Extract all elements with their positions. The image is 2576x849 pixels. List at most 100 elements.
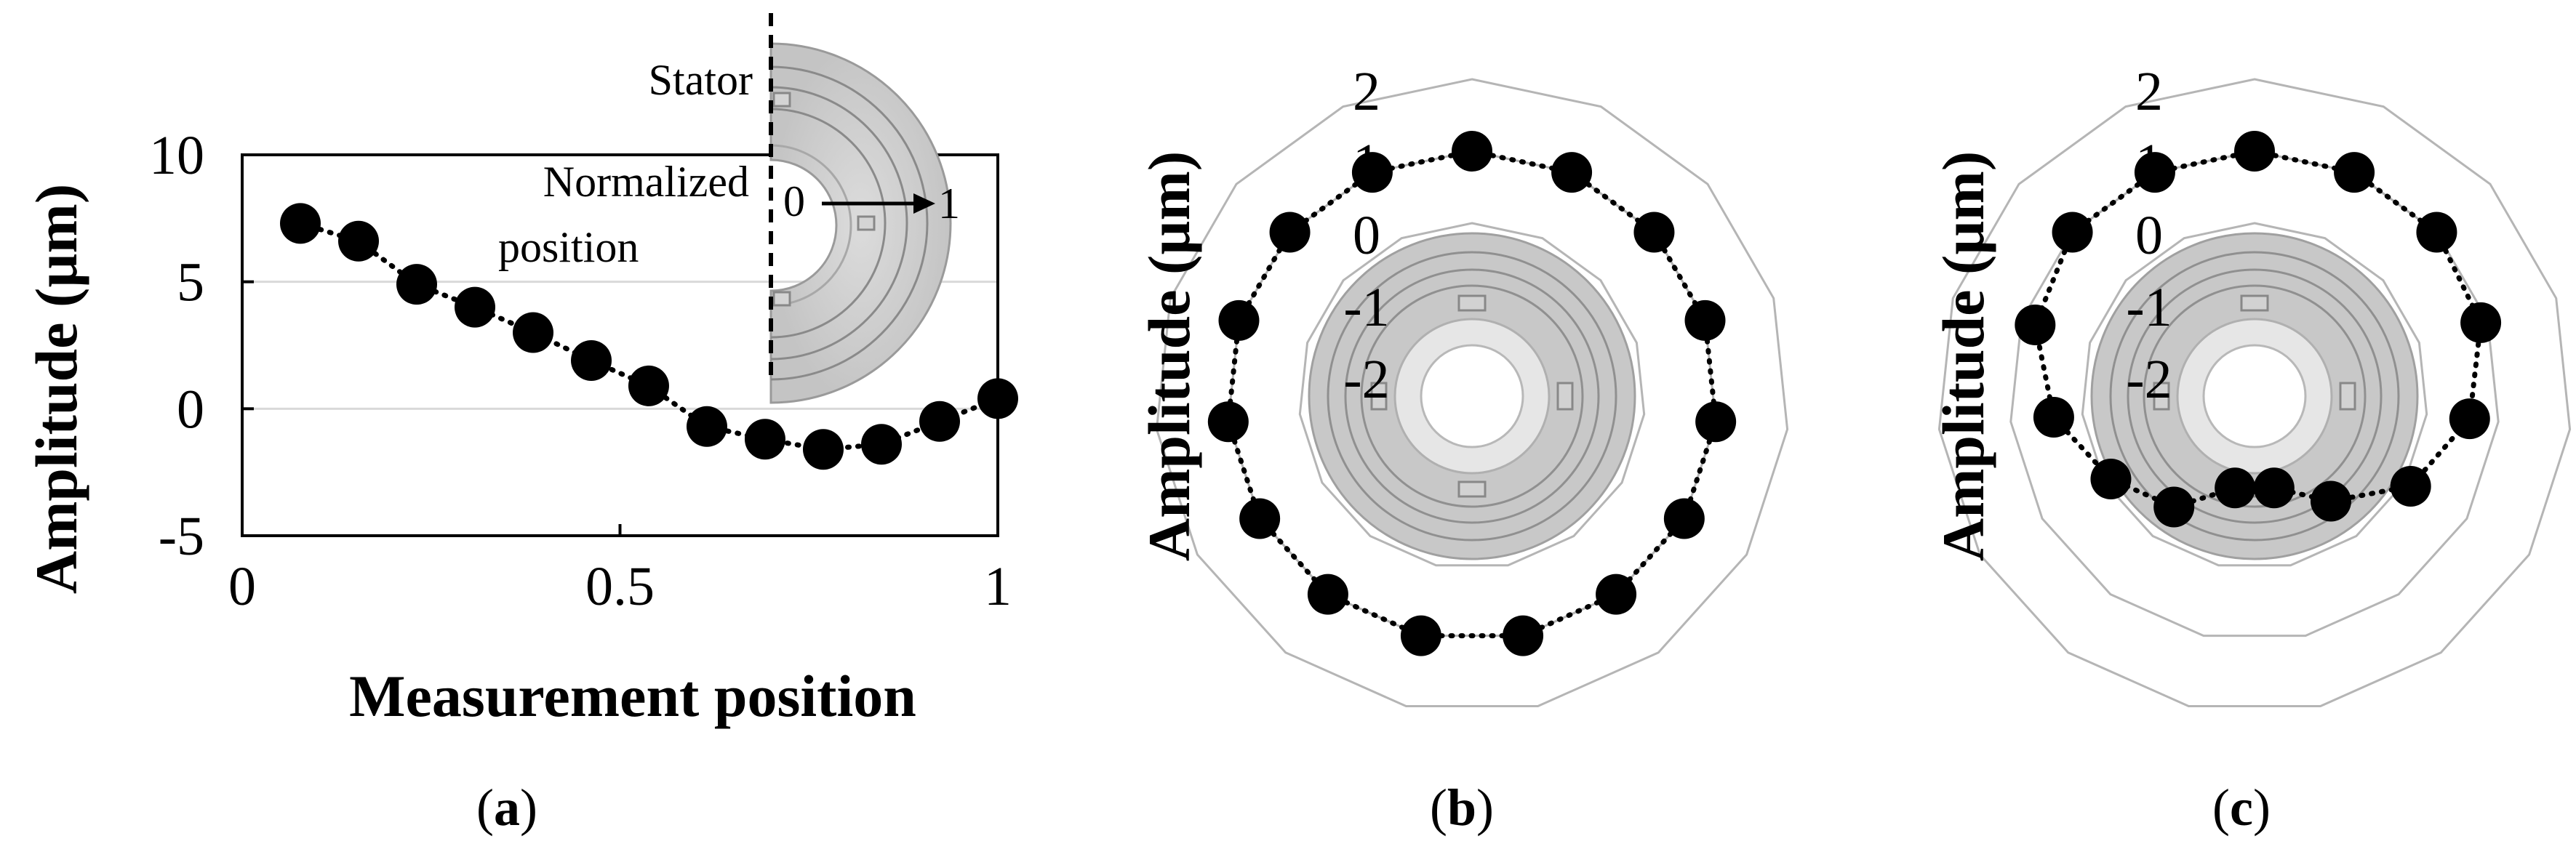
c-stator-pad xyxy=(2339,382,2356,411)
c-r-tick-label: 2 xyxy=(2135,61,2163,122)
c-data-point xyxy=(2134,152,2175,193)
c-grid-ring xyxy=(2081,222,2428,567)
c-grid-ring xyxy=(1937,78,2572,707)
b-data-point xyxy=(1684,299,1726,341)
inset-pad-top xyxy=(772,92,791,108)
c-stator-pad xyxy=(2153,382,2170,411)
a-data-point xyxy=(977,378,1018,419)
b-data-point xyxy=(1239,498,1281,539)
b-data-point xyxy=(1452,131,1492,172)
b-y-axis-title: Amplitude (µm) xyxy=(1136,151,1202,561)
c-data-point xyxy=(2153,486,2195,528)
c-stator-ring xyxy=(2127,268,2383,524)
c-stator-pad xyxy=(2240,294,2269,312)
b-data-point xyxy=(1400,615,1441,656)
inset-arrow-head-icon xyxy=(913,193,935,214)
c-data-point xyxy=(2460,302,2502,343)
inset-stator-label: Stator xyxy=(649,56,753,104)
a-x-tick-label: 0.5 xyxy=(585,556,655,617)
c-data-point xyxy=(2033,397,2074,438)
a-y-axis-title: Amplitude (µm) xyxy=(23,184,89,594)
inset-ring-3 xyxy=(770,108,887,339)
b-data-point xyxy=(1551,152,1593,193)
a-data-point xyxy=(860,424,902,465)
c-data-point xyxy=(2253,467,2295,509)
b-data-point xyxy=(1633,212,1675,253)
a-data-points xyxy=(280,203,1018,470)
c-data-point xyxy=(2052,212,2093,253)
inset-pad-bottom xyxy=(772,291,791,307)
b-r-tick-label: -2 xyxy=(1343,349,1389,410)
a-data-point xyxy=(338,220,380,262)
c-data-point xyxy=(2090,459,2132,500)
c-data-point xyxy=(2334,152,2375,193)
c-data-point xyxy=(2416,212,2457,253)
c-stator-ring xyxy=(2109,251,2400,542)
inset-pad-right xyxy=(857,215,876,231)
a-x-tick-label: 0 xyxy=(228,556,256,617)
inset-position-label: position xyxy=(498,223,639,271)
a-y-tick-label: -5 xyxy=(159,506,204,567)
a-data-point xyxy=(513,312,554,353)
a-panel-letter: a xyxy=(494,778,520,837)
b-stator-bore xyxy=(1420,344,1524,448)
a-data-point xyxy=(396,264,438,305)
b-stator-pad xyxy=(1370,382,1388,411)
inset-zero-label: 0 xyxy=(783,177,805,225)
c-stator-image xyxy=(2090,232,2419,560)
a-data-point xyxy=(744,419,785,460)
b-grid-ring xyxy=(1155,78,1789,707)
a-data-point xyxy=(571,339,612,381)
b-data-point xyxy=(1596,574,1637,615)
a-panel-label: (a) xyxy=(476,778,537,837)
c-radial-ticks: 210-1-2 xyxy=(2126,61,2172,410)
inset-ring-2 xyxy=(770,86,908,361)
a-x-tick-label: 1 xyxy=(984,556,1012,617)
a-data-point xyxy=(280,203,321,244)
c-r-tick-label: 0 xyxy=(2135,205,2163,266)
b-data-point xyxy=(1207,401,1249,443)
c-data-points xyxy=(2015,131,2502,528)
b-data-point xyxy=(1695,401,1737,443)
b-data-point xyxy=(1218,299,1260,341)
c-data-point xyxy=(2310,480,2351,522)
a-y-tick-label: 5 xyxy=(177,252,204,313)
inset-normalized-label: Normalized xyxy=(543,158,749,206)
c-data-point xyxy=(2215,467,2256,509)
b-stator-ring xyxy=(1360,284,1584,508)
b-data-point xyxy=(1269,212,1311,253)
b-r-tick-label: 2 xyxy=(1353,61,1380,122)
a-data-point xyxy=(455,286,496,328)
b-data-points xyxy=(1207,131,1737,656)
panel-c-polar-chart: 210-1-2 Amplitude (µm) (c) xyxy=(1930,61,2572,837)
b-stator-ring xyxy=(1344,268,1600,524)
b-data-point xyxy=(1307,574,1348,615)
a-inset-stator-diagram: Stator Normalized position 0 1 xyxy=(498,13,960,404)
b-panel-letter: b xyxy=(1447,778,1476,837)
c-data-point xyxy=(2390,465,2431,507)
a-data-point xyxy=(802,429,844,470)
b-stator-image xyxy=(1308,232,1636,560)
inset-one-label: 1 xyxy=(938,180,960,228)
b-data-point xyxy=(1351,152,1393,193)
inset-inner-ring xyxy=(770,144,852,307)
a-y-tick-label: 0 xyxy=(177,379,204,440)
c-y-axis-title: Amplitude (µm) xyxy=(1930,151,1996,561)
c-panel-letter: c xyxy=(2230,778,2253,837)
c-stator-ring xyxy=(2143,284,2367,508)
c-r-tick-label: -2 xyxy=(2126,349,2172,410)
c-data-point xyxy=(2015,304,2056,345)
c-data-point xyxy=(2449,398,2490,440)
a-data-point xyxy=(686,406,727,447)
b-panel-label: (b) xyxy=(1430,778,1494,837)
c-panel-label: (c) xyxy=(2212,778,2271,837)
b-series-dotted-line xyxy=(1225,148,1719,639)
panel-b-polar-chart: 210-1-2 Amplitude (µm) (b) xyxy=(1136,61,1789,837)
inset-ring-1 xyxy=(770,65,929,381)
b-r-tick-label: 0 xyxy=(1353,205,1380,266)
b-stator-pad xyxy=(1457,480,1487,498)
